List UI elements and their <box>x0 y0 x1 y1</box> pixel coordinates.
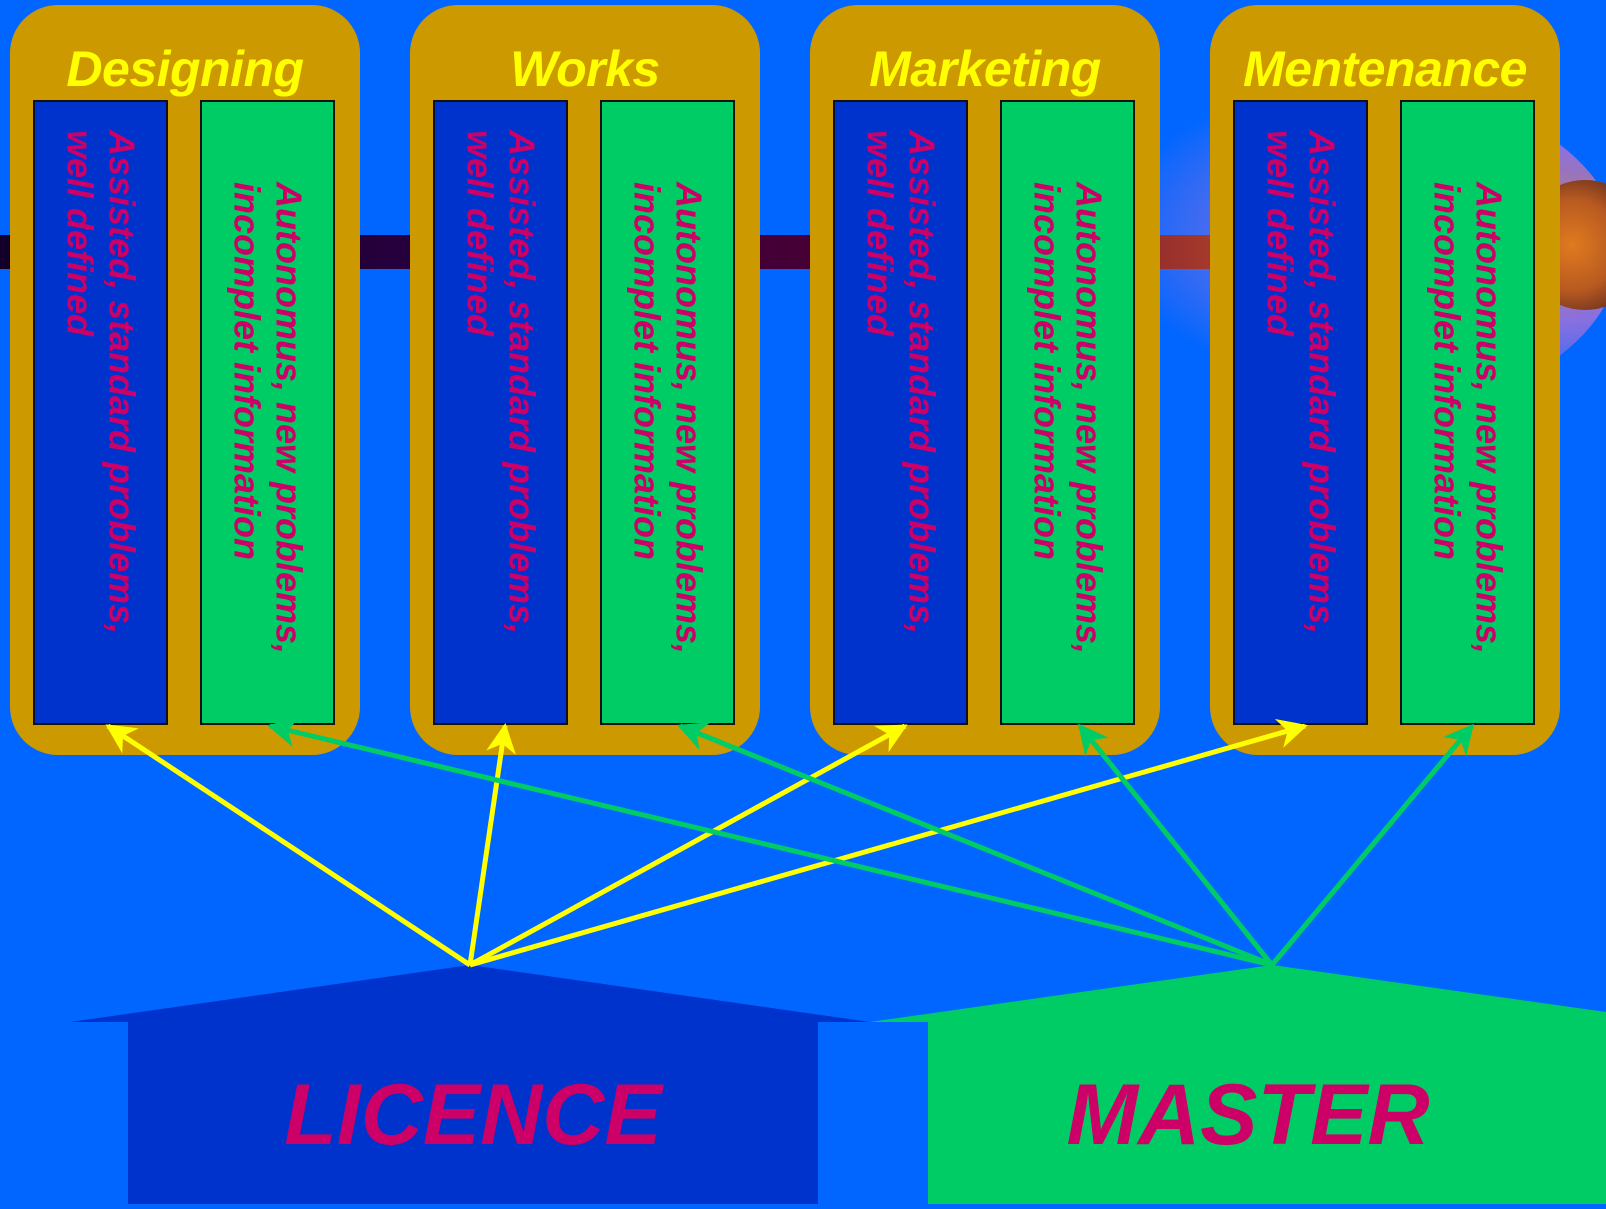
autonomous-column: Autonomus, new problems, incomplet infor… <box>1000 100 1135 725</box>
autonomous-text: Autonomus, new problems, incomplet infor… <box>1426 182 1510 655</box>
phase-marketing: Marketing Assisted, standard problems, w… <box>810 5 1160 755</box>
licence-roof <box>70 965 870 1022</box>
licence-label: LICENCE <box>284 1067 662 1163</box>
autonomous-text: Autonomus, new problems, incomplet infor… <box>626 182 710 655</box>
autonomous-column: Autonomus, new problems, incomplet infor… <box>200 100 335 725</box>
master-label: MASTER <box>1066 1067 1430 1163</box>
phase-designing: Designing Assisted, standard problems, w… <box>10 5 360 755</box>
master-arrow-works <box>677 722 1273 968</box>
assisted-text: Assisted, standard problems, well define… <box>859 130 943 635</box>
phase-works: Works Assisted, standard problems, well … <box>410 5 760 755</box>
phase-title: Designing <box>66 41 304 97</box>
assisted-column: Assisted, standard problems, well define… <box>433 100 568 725</box>
master-arrow-designing <box>267 717 1273 968</box>
master-arrow-mentenance <box>1270 723 1474 967</box>
assisted-text: Assisted, standard problems, well define… <box>1259 130 1343 635</box>
master-block: MASTER <box>928 1022 1606 1204</box>
autonomous-column: Autonomus, new problems, incomplet infor… <box>1400 100 1535 725</box>
phase-mentenance: Mentenance Assisted, standard problems, … <box>1210 5 1560 755</box>
assisted-column: Assisted, standard problems, well define… <box>1233 100 1368 725</box>
licence-arrow-works <box>467 723 516 966</box>
assisted-column: Assisted, standard problems, well define… <box>833 100 968 725</box>
phase-title: Marketing <box>869 41 1101 97</box>
assisted-text: Assisted, standard problems, well define… <box>459 130 543 635</box>
master-roof <box>870 965 1606 1022</box>
autonomous-column: Autonomus, new problems, incomplet infor… <box>600 100 735 725</box>
licence-block: LICENCE <box>128 1022 818 1204</box>
autonomous-text: Autonomus, new problems, incomplet infor… <box>1026 182 1110 655</box>
licence-arrow-mentenance <box>469 719 1308 968</box>
autonomous-text: Autonomus, new problems, incomplet infor… <box>226 182 310 655</box>
master-arrow-marketing <box>1078 723 1274 967</box>
phase-title: Mentenance <box>1243 41 1527 97</box>
assisted-text: Assisted, standard problems, well define… <box>59 130 143 635</box>
assisted-column: Assisted, standard problems, well define… <box>33 100 168 725</box>
licence-arrow-designing <box>105 723 472 968</box>
licence-arrow-marketing <box>468 723 908 968</box>
phase-title: Works <box>510 41 660 97</box>
